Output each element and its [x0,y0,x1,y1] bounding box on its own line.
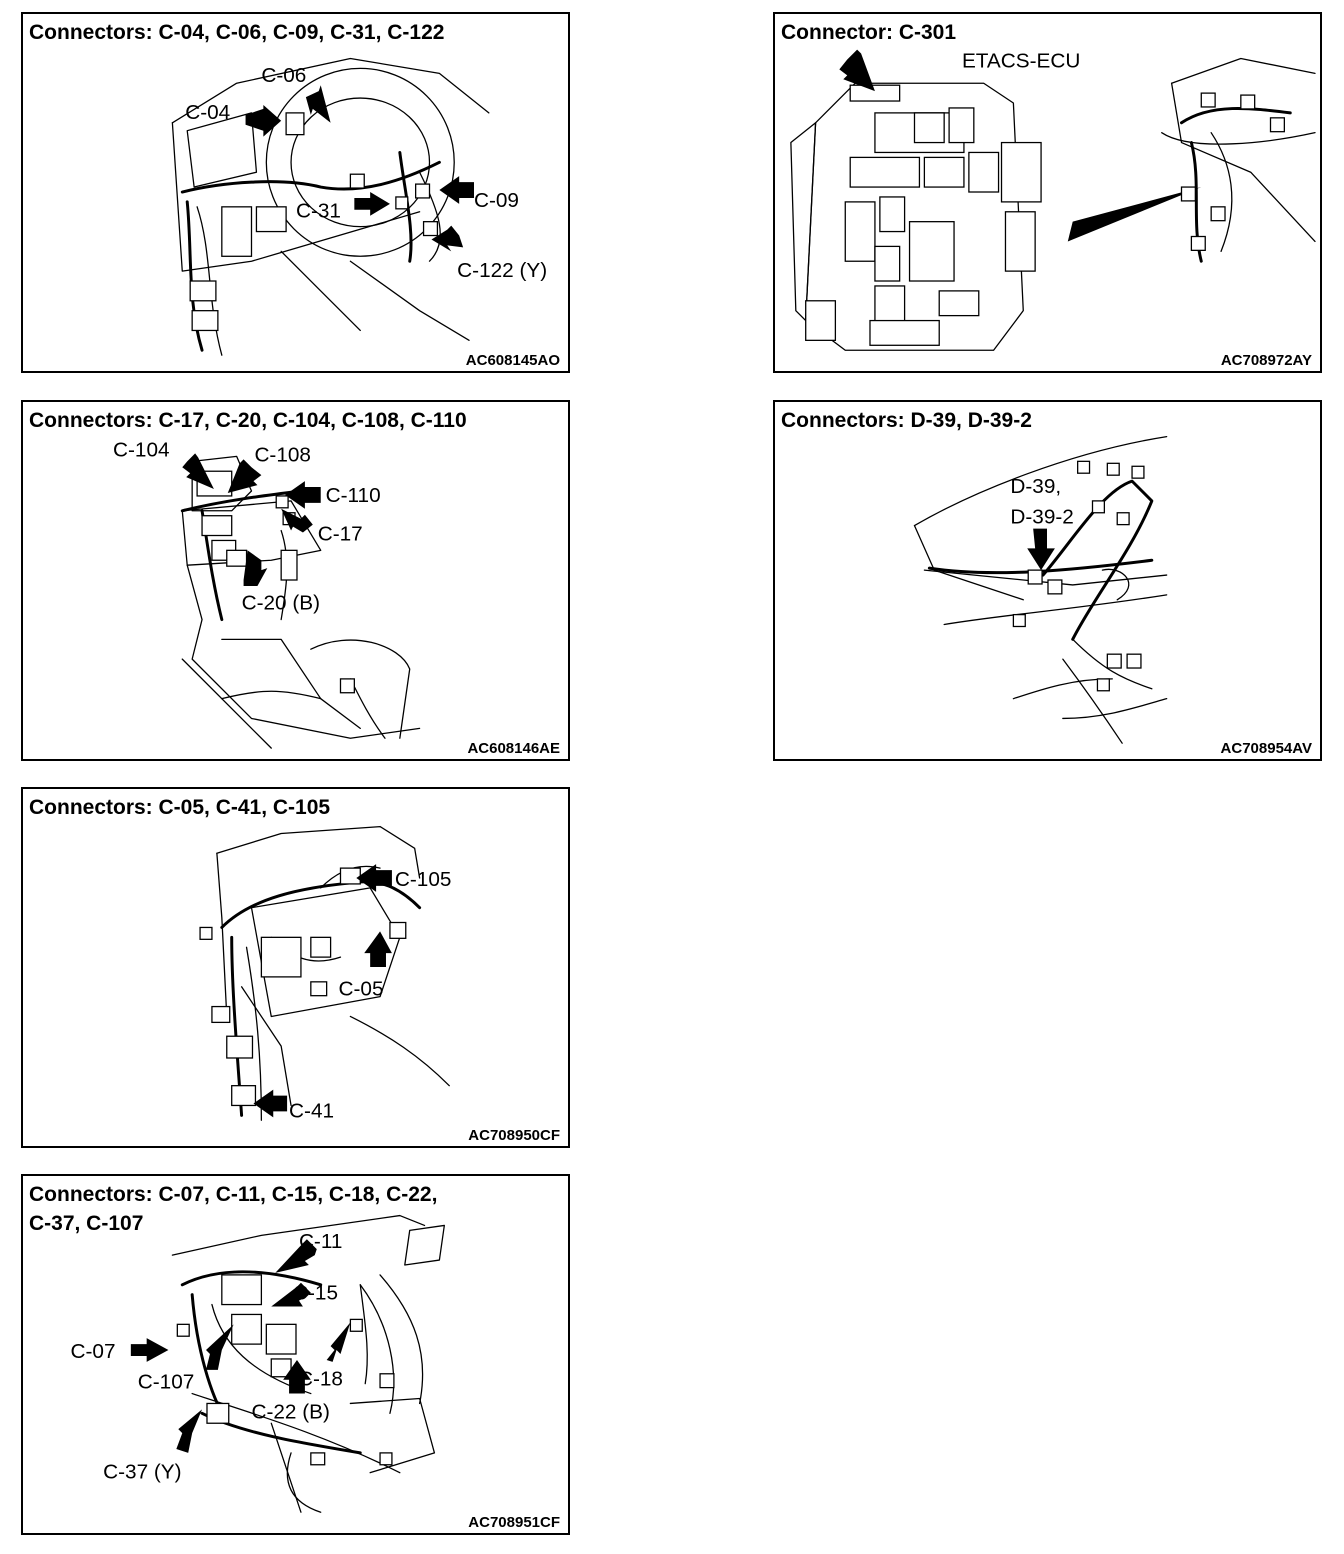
callout-label: C-17 [318,522,363,545]
callout-label: C-20 (B) [242,592,320,615]
panel-title: Connectors: D-39, D-39-2 [781,409,1032,432]
connector-panel-5: C-105 C-05 C-41 Connectors: C-05, C-41, … [21,787,570,1148]
connector-panel-4: D-39, D-39-2 Connectors: D-39, D-39-2 AC… [773,400,1322,761]
connector-panel-3: C-104 C-108 C-110 C-17 C-20 (B) Connecto… [21,400,570,761]
callout-label: C-122 (Y) [457,259,547,282]
callout-label: C-04 [185,101,230,124]
callout-label: C-09 [474,189,519,212]
panel-title: Connectors: C-17, C-20, C-104, C-108, C-… [29,409,467,432]
figure-code: AC708951CF [468,1514,560,1531]
figure-code: AC608145AO [465,352,560,369]
wiring-illustration-2: ETACS-ECU [790,49,1316,351]
wiring-illustration-6: C-11 C-15 C-07 C-107 C-18 C-22 (B) C-37 … [71,1214,445,1513]
callout-label: C-18 [298,1368,343,1391]
callout-label: C-07 [71,1340,116,1363]
callout-label: C-107 [138,1371,195,1394]
figure-code: AC708972AY [1220,352,1312,369]
callout-label: C-37 (Y) [103,1461,181,1484]
callout-label: ETACS-ECU [962,49,1080,72]
callout-label: C-105 [395,868,452,891]
connector-panel-1: C-06 C-04 C-09 C-31 C-122 (Y) Connectors… [21,12,570,373]
wiring-illustration-5: C-105 C-05 C-41 [199,825,452,1122]
callout-label: C-06 [261,64,306,87]
callout-label: C-41 [289,1099,334,1122]
panel-title: Connectors: C-04, C-06, C-09, C-31, C-12… [29,21,445,44]
callout-label: C-05 [339,978,384,1001]
wiring-illustration-4: D-39, D-39-2 [913,435,1168,744]
callout-label: C-22 (B) [251,1400,329,1423]
callout-label: C-31 [296,200,341,223]
panel-title: Connectors: C-05, C-41, C-105 [29,796,331,819]
connector-panel-2: ETACS-ECU Connector: C-301 AC708972AY [773,12,1322,373]
connector-panel-6: C-11 C-15 C-07 C-107 C-18 C-22 (B) C-37 … [21,1174,570,1535]
panel-title: Connectors: C-07, C-11, C-15, C-18, C-22… [29,1183,438,1235]
panel-title: Connector: C-301 [781,21,957,44]
callout-label: C-108 [254,443,311,466]
callout-label: C-15 [293,1282,338,1305]
callout-label: D-39-2 [1010,506,1073,529]
figure-code: AC708950CF [468,1127,560,1144]
callout-label: C-11 [299,1230,342,1253]
figure-code: AC608146AE [467,740,560,757]
callout-label: D-39, [1010,475,1061,498]
callout-label: C-104 [113,438,170,461]
callout-label: C-110 [326,484,381,507]
wiring-illustration-3: C-104 C-108 C-110 C-17 C-20 (B) [113,438,421,749]
wiring-illustration-1: C-06 C-04 C-09 C-31 C-122 (Y) [171,57,547,356]
figure-code: AC708954AV [1220,740,1312,757]
